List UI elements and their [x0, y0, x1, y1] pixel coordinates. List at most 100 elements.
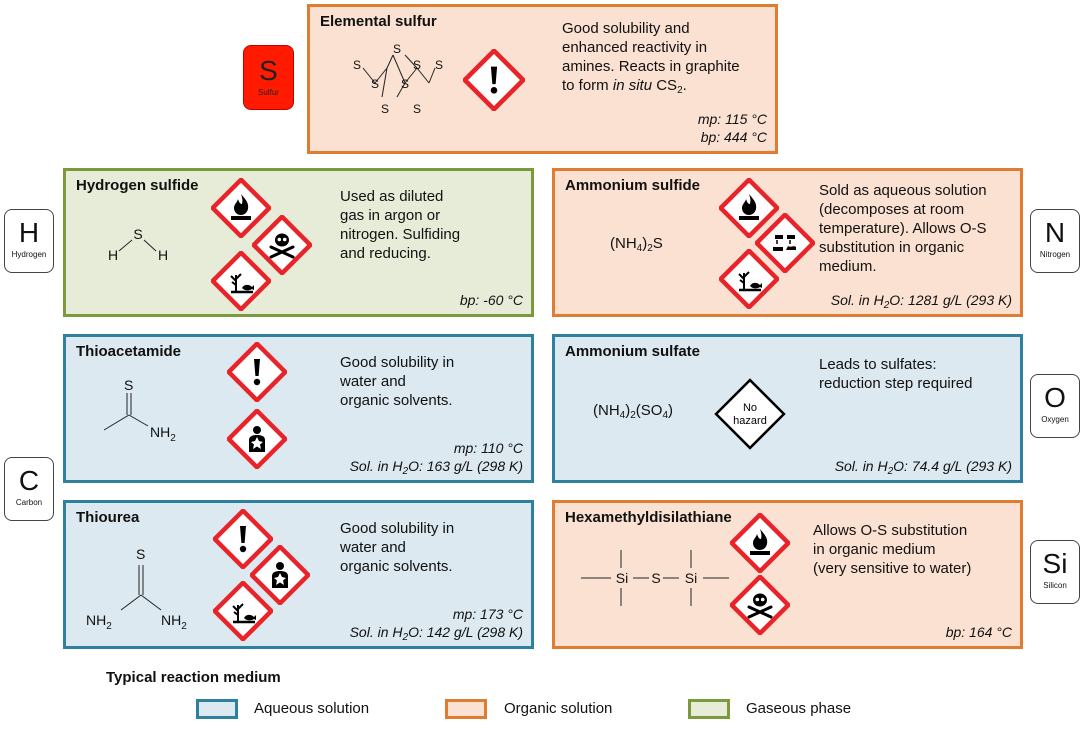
atom-label: Si — [616, 570, 628, 586]
physical-properties: mp: 173 °C Sol. in H2O: 142 g/L (298 K) — [349, 605, 523, 643]
compound-name: Thiourea — [76, 509, 140, 526]
atom-label: NH2 — [161, 612, 187, 632]
compound-description: Sold as aqueous solution (decomposes at … — [819, 182, 987, 275]
ghs-environment-icon — [211, 251, 271, 311]
element-symbol: S — [259, 55, 278, 86]
compound-description: Good solubility in water and organic sol… — [340, 354, 455, 409]
atom-label: Si — [685, 570, 697, 586]
card-ammonium-sulfide: Ammonium sulfide (NH4)2S Sold as aqueous… — [552, 168, 1023, 317]
element-symbol: C — [18, 465, 40, 496]
atom-label: H — [108, 247, 118, 263]
atom-label: S — [435, 58, 443, 72]
element-name: Carbon — [15, 498, 43, 507]
card-elemental-sulfur: Elemental sulfur S S S S S S S S Good so… — [307, 4, 778, 154]
ghs-flame-icon — [730, 513, 790, 573]
compound-description: Good solubility in water and organic sol… — [340, 520, 455, 575]
element-tile-carbon: C Carbon — [4, 457, 54, 521]
element-tile-oxygen: O Oxygen — [1030, 374, 1080, 438]
element-name: Hydrogen — [11, 250, 47, 259]
hmds-structure: Si S Si — [581, 550, 729, 606]
boiling-point: bp: -60 °C — [459, 292, 523, 308]
compound-description: Good solubility and enhanced reactivity … — [562, 20, 740, 96]
atom-label: S — [133, 226, 142, 242]
ghs-skull-crossbones-icon — [730, 575, 790, 635]
legend-swatch-aqueous — [196, 699, 238, 719]
element-tile-silicon: Si Silicon — [1030, 540, 1080, 604]
element-name: Nitrogen — [1039, 250, 1071, 259]
atom-label: S — [381, 102, 389, 116]
svg-text:hazard: hazard — [733, 415, 767, 427]
card-thiourea: Thiourea S NH2 NH2 Good solubility in wa… — [63, 500, 534, 649]
chemical-formula: (NH4)2S — [610, 235, 663, 254]
legend-label-organic: Organic solution — [504, 700, 613, 717]
physical-properties: Sol. in H2O: 1281 g/L (293 K) — [830, 291, 1012, 311]
compound-description: Allows O-S substitution in organic mediu… — [813, 522, 972, 577]
thioacetamide-structure: S NH2 — [103, 377, 176, 444]
compound-name: Hexamethyldisilathiane — [565, 509, 732, 526]
h2s-structure: H S H — [108, 226, 168, 263]
legend-swatch-organic — [445, 699, 487, 719]
card-hydrogen-sulfide: Hydrogen sulfide H S H Used as diluted g… — [63, 168, 534, 317]
compound-description: Used as diluted gas in argon or nitrogen… — [340, 188, 461, 262]
legend-swatch-gaseous — [688, 699, 730, 719]
compound-name: Ammonium sulfide — [565, 177, 701, 194]
element-tile-hydrogen: H Hydrogen — [4, 209, 54, 273]
physical-properties: mp: 115 °C bp: 444 °C — [698, 110, 767, 146]
element-symbol: N — [1044, 217, 1066, 248]
element-symbol: O — [1044, 382, 1066, 413]
legend-label-gaseous: Gaseous phase — [746, 700, 852, 717]
card-ammonium-sulfate: Ammonium sulfate (NH4)2(SO4) No hazard L… — [552, 334, 1023, 483]
solubility: Sol. in H2O: 163 g/L (298 K) — [349, 458, 523, 477]
element-name: Silicon — [1043, 581, 1067, 590]
no-hazard-icon: No hazard — [714, 378, 786, 450]
boiling-point: bp: 444 °C — [700, 129, 767, 145]
melting-point: mp: 110 °C — [453, 440, 523, 456]
card-thioacetamide: Thioacetamide S NH2 Good solubility in w… — [63, 334, 534, 483]
compound-description: Leads to sulfates: reduction step requir… — [819, 356, 973, 392]
element-name: Sulfur — [258, 88, 279, 97]
atom-label: S — [413, 102, 421, 116]
svg-text:No: No — [743, 402, 757, 414]
solubility: Sol. in H2O: 1281 g/L (293 K) — [830, 292, 1012, 311]
solubility: Sol. in H2O: 142 g/L (298 K) — [349, 624, 523, 643]
compound-name: Elemental sulfur — [320, 13, 437, 30]
melting-point: mp: 115 °C — [697, 111, 767, 127]
atom-label: S — [136, 546, 145, 562]
boiling-point: bp: 164 °C — [945, 624, 1012, 640]
atom-label: NH2 — [86, 612, 112, 632]
thiourea-structure: S NH2 NH2 — [86, 546, 187, 632]
physical-properties: bp: 164 °C — [946, 623, 1012, 641]
element-tile-nitrogen: N Nitrogen — [1030, 209, 1080, 273]
atom-label: S — [651, 570, 660, 586]
card-hexamethyldisilathiane: Hexamethyldisilathiane Si S Si Allows O-… — [552, 500, 1023, 649]
legend-title: Typical reaction medium — [106, 669, 281, 686]
atom-label: NH2 — [150, 424, 176, 444]
atom-label: S — [413, 58, 421, 72]
ghs-environment-icon — [213, 581, 273, 641]
s8-ring-structure: S S S S S S S S — [353, 42, 443, 116]
physical-properties: bp: -60 °C — [460, 291, 523, 309]
atom-label: S — [353, 58, 361, 72]
physical-properties: mp: 110 °C Sol. in H2O: 163 g/L (298 K) — [349, 439, 523, 477]
ghs-environment-icon — [719, 249, 779, 309]
chemical-formula: (NH4)2(SO4) — [593, 402, 674, 421]
physical-properties: Sol. in H2O: 74.4 g/L (293 K) — [834, 457, 1012, 477]
legend-label-aqueous: Aqueous solution — [254, 700, 370, 717]
compound-name: Ammonium sulfate — [565, 343, 701, 360]
atom-label: H — [158, 247, 168, 263]
element-name: Oxygen — [1041, 415, 1069, 424]
element-tile-sulfur: S Sulfur — [243, 45, 294, 110]
atom-label: S — [371, 77, 379, 91]
solubility: Sol. in H2O: 74.4 g/L (293 K) — [834, 458, 1012, 477]
atom-label: S — [124, 377, 133, 393]
ghs-exclamation-icon — [463, 49, 525, 111]
ghs-exclamation-icon — [227, 342, 287, 402]
compound-name: Thioacetamide — [76, 343, 182, 360]
atom-label: S — [401, 77, 409, 91]
compound-name: Hydrogen sulfide — [76, 177, 199, 194]
melting-point: mp: 173 °C — [452, 606, 523, 622]
atom-label: S — [393, 42, 401, 56]
ghs-health-hazard-icon — [227, 409, 287, 469]
element-symbol: Si — [1042, 548, 1068, 579]
element-symbol: H — [18, 217, 40, 248]
